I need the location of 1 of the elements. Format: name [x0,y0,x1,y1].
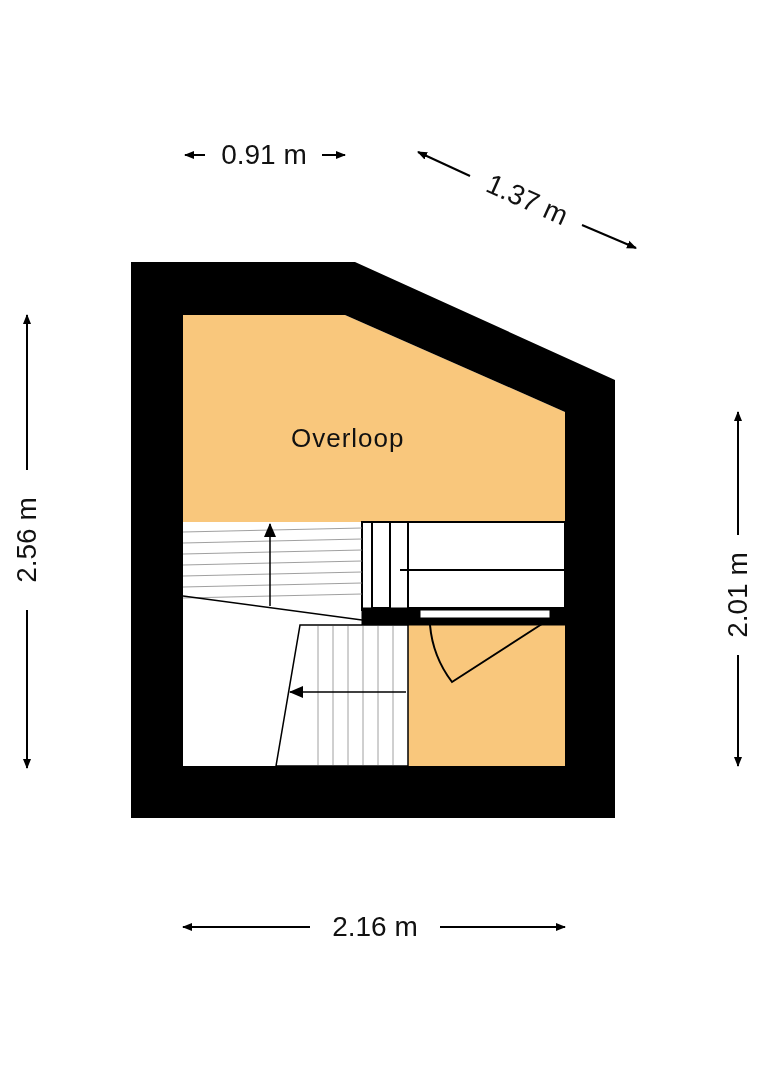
room-label: Overloop [291,423,405,454]
